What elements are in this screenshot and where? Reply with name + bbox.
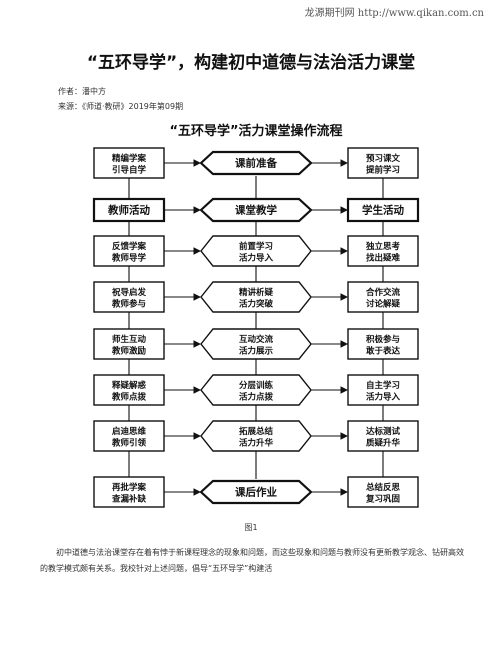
center-step-5-text-line-0: 分层训练 xyxy=(239,380,274,391)
figure-caption: 图1 xyxy=(244,523,258,532)
left-box-4 xyxy=(93,328,165,360)
right-box-3 xyxy=(347,281,419,313)
right-box-3-text-line-0: 合作交流 xyxy=(365,287,401,298)
right-box-4-text-line-0: 积极参与 xyxy=(366,334,400,345)
article-source: 来源：《师道·教研》2019年第09期 xyxy=(58,102,184,111)
center-step-5-text-line-1: 活力点拨 xyxy=(239,391,274,402)
right-box-7-text-line-0: 总结反思 xyxy=(366,482,401,493)
right-box-0-text-line-1: 提前学习 xyxy=(366,164,400,175)
left-box-6-text-line-0: 启迪思维 xyxy=(112,426,147,437)
left-box-3-text-line-0: 祝导启发 xyxy=(112,287,147,298)
right-box-7-text-line-1: 复习巩固 xyxy=(365,493,400,504)
body-paragraph: 初中道德与法治课堂存在着有悖于新课程理念的现象和问题，而这些现象和问题与教师没有… xyxy=(40,548,464,573)
center-step-6-text-line-0: 拓展总结 xyxy=(239,426,274,437)
center-step-2-text-line-0: 前置学习 xyxy=(239,241,273,252)
center-step-6-text-line-1: 活力升华 xyxy=(239,437,274,448)
right-box-1-text-line-0: 学生活动 xyxy=(362,204,404,217)
right-box-0-text-line-0: 预习课文 xyxy=(366,153,401,164)
flowchart-title: “五环导学”活力课堂操作流程 xyxy=(169,123,342,139)
article-title: “五环导学”，构建初中道德与法治活力课堂 xyxy=(86,53,416,73)
left-box-5 xyxy=(93,374,165,406)
left-box-0-text-line-1: 引导自学 xyxy=(112,164,147,175)
left-box-7 xyxy=(93,476,165,508)
left-box-2-text-line-0: 反馈学案 xyxy=(112,241,147,252)
left-box-0 xyxy=(93,147,165,179)
center-step-0-text-line-0: 课前准备 xyxy=(235,157,277,170)
left-box-0-text-line-0: 精编学案 xyxy=(112,153,147,164)
center-step-7-text-line-0: 课后作业 xyxy=(235,486,277,499)
left-box-2-text-line-1: 教师导学 xyxy=(111,252,147,263)
right-box-0 xyxy=(347,147,419,179)
right-box-4-text-line-1: 敢于表达 xyxy=(366,345,401,356)
article-author: 作者：潘中方 xyxy=(58,87,106,96)
left-box-6-text-line-1: 教师引领 xyxy=(111,437,147,448)
right-box-3-text-line-1: 讨论解疑 xyxy=(366,298,401,309)
left-box-5-text-line-1: 教师点拨 xyxy=(111,391,147,402)
center-step-3-text-line-1: 活力突破 xyxy=(239,298,274,309)
right-box-2-text-line-1: 找出疑难 xyxy=(366,252,401,263)
right-box-7 xyxy=(347,476,419,508)
left-box-1-text-line-0: 教师活动 xyxy=(107,204,150,217)
right-box-2 xyxy=(347,235,419,267)
left-box-7-text-line-0: 再批学案 xyxy=(112,482,147,493)
flowchart-figure: “五环导学”活力课堂操作流程精编学案引导自学 预习课文提前学习 课前准备教师活动 学生… xyxy=(80,118,432,520)
right-box-6-text-line-0: 达标测试 xyxy=(366,426,401,437)
left-box-5-text-line-0: 释疑解惑 xyxy=(112,380,147,391)
right-box-6-text-line-1: 质疑升华 xyxy=(366,437,401,448)
center-step-1-text-line-0: 课堂教学 xyxy=(235,204,277,217)
center-step-2-text-line-1: 活力导入 xyxy=(239,252,274,263)
left-box-3 xyxy=(93,281,165,313)
right-box-5-text-line-0: 自主学习 xyxy=(366,380,400,391)
right-box-6 xyxy=(347,420,419,452)
right-box-2-text-line-0: 独立思考 xyxy=(365,241,401,252)
right-box-5-text-line-1: 活力导入 xyxy=(366,391,401,402)
left-box-7-text-line-1: 查漏补缺 xyxy=(111,493,147,504)
site-header[interactable]: 龙源期刊网 http://www.qikan.com.cn xyxy=(304,8,484,19)
left-box-4-text-line-0: 师生互动 xyxy=(112,334,147,345)
center-step-4-text-line-0: 互动交流 xyxy=(239,334,274,345)
left-box-4-text-line-1: 教师激励 xyxy=(111,345,147,356)
center-step-3-text-line-0: 精讲析疑 xyxy=(239,287,274,298)
left-box-3-text-line-1: 教师参与 xyxy=(111,298,146,309)
left-box-6 xyxy=(93,420,165,452)
center-step-4-text-line-1: 活力展示 xyxy=(239,345,274,356)
